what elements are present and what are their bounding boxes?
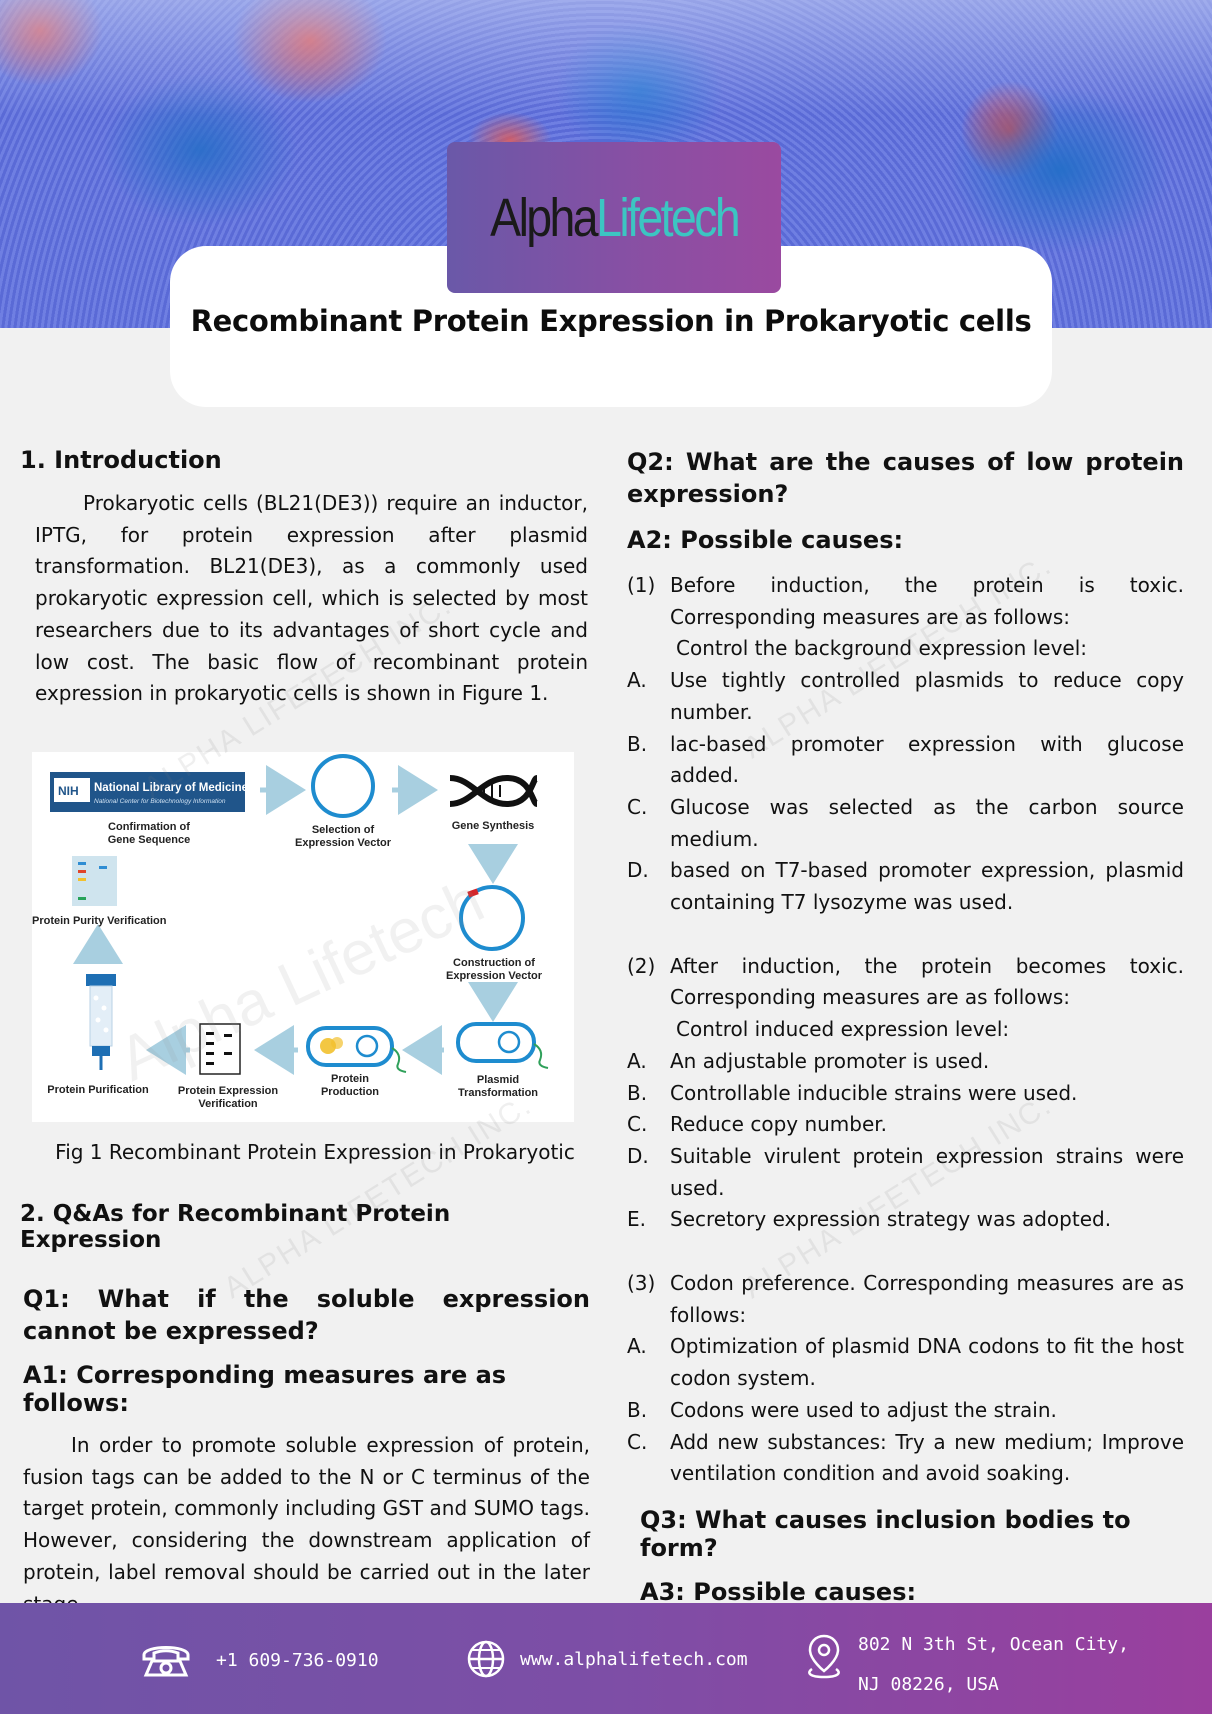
list-item: E.Secretory expression strategy was adop…	[627, 1207, 1112, 1232]
figure-watermark: Alpha Lifetech	[109, 866, 494, 1095]
step-select-label-1: Selection of	[312, 824, 375, 836]
bacterial-cell-icon	[456, 1022, 549, 1069]
step-purification-label: Protein Purification	[47, 1084, 149, 1096]
figure-caption: Fig 1 Recombinant Protein Expression in …	[55, 1140, 575, 1164]
production-cell-icon	[306, 1026, 407, 1073]
globe-icon	[466, 1639, 506, 1679]
list-item: B.Controllable inducible strains were us…	[627, 1080, 1078, 1105]
cause-2: (2) After induction, the protein becomes…	[627, 951, 1184, 1236]
chromatography-column-icon	[86, 974, 116, 1070]
location-pin-icon	[804, 1633, 844, 1679]
nih-sublabel: National Center for Biotechnology Inform…	[94, 798, 226, 805]
step-purity-label: Protein Purity Verification	[32, 915, 167, 927]
footer-address-line-2: NJ 08226, USA	[858, 1674, 999, 1695]
figure-1-diagram: NIH National Library of Medicine Nationa…	[32, 752, 574, 1122]
insert-marker	[467, 888, 479, 898]
list-item: D.based on T7-based promoter expression,…	[627, 858, 1184, 915]
list-item: (1) Before induction, the protein is tox…	[627, 573, 1184, 629]
list-item: (2) After induction, the protein becomes…	[627, 953, 1184, 1010]
logo-alpha-text: Alpha	[490, 187, 598, 248]
qa-heading: 2. Q&As for Recombinant Protein Expressi…	[20, 1201, 451, 1253]
footer-address-line-1: 802 N 3th St, Ocean City,	[858, 1634, 1129, 1655]
list-item: A.Optimization of plasmid DNA codons to …	[627, 1334, 1184, 1391]
step-plasmid-label-2: Transformation	[458, 1087, 538, 1099]
left-column: 1. Introduction Prokaryotic cells (BL21(…	[20, 446, 590, 710]
footer-address: 802 N 3th St, Ocean City, NJ 08226, USA	[804, 1625, 1129, 1705]
page-title: Recombinant Protein Expression in Prokar…	[190, 304, 1032, 338]
brand-logo: AlphaLifetech	[447, 142, 781, 293]
list-item: A.Use tightly controlled plasmids to red…	[627, 668, 1184, 724]
purity-gel-icon	[72, 856, 117, 906]
right-column: Q2: What are the causes of low protein e…	[627, 446, 1184, 1606]
list-item: C.Glucose was selected as the carbon sou…	[627, 794, 1184, 851]
intro-paragraph: Prokaryotic cells (BL21(DE3)) require an…	[35, 491, 588, 706]
cause-3: (3) Codon preference. Corresponding meas…	[627, 1268, 1184, 1490]
list-item: B.Codons were used to adjust the strain.	[627, 1397, 1057, 1422]
cause-2-subheading: Control induced expression level:	[676, 1017, 1010, 1042]
answer-1-heading: A1: Corresponding measures are as follow…	[23, 1361, 507, 1417]
footer-phone-text: +1 609-736-0910	[216, 1649, 379, 1671]
list-item: (3) Codon preference. Corresponding meas…	[627, 1271, 1184, 1327]
intro-heading: 1. Introduction	[20, 446, 222, 474]
footer-website-text: www.alphalifetech.com	[520, 1648, 748, 1670]
answer-2-heading: A2: Possible causes:	[627, 526, 904, 554]
logo-lifetech-text: Lifetech	[595, 187, 741, 248]
question-2: Q2: What are the causes of low protein e…	[627, 448, 1184, 508]
step-verify-label-1: Protein Expression	[178, 1085, 279, 1097]
footer-bar: +1 609-736-0910 www.alphalifetech.com 80…	[0, 1603, 1212, 1714]
step-confirm-label-1: Confirmation of	[108, 821, 190, 833]
phone-icon	[140, 1641, 192, 1679]
list-item: C.Add new substances: Try a new medium; …	[627, 1429, 1184, 1486]
step-select-label-2: Expression Vector	[295, 837, 392, 849]
construct-circle	[459, 885, 525, 951]
list-item: D.Suitable virulent protein expression s…	[627, 1143, 1184, 1200]
qa-left-section: 2. Q&As for Recombinant Protein Expressi…	[20, 1201, 590, 1620]
step-construct-label-2: Expression Vector	[446, 970, 543, 982]
step-confirm-label-2: Gene Sequence	[108, 834, 191, 846]
step-gene-label: Gene Synthesis	[452, 820, 535, 832]
cause-1: (1) Before induction, the protein is tox…	[627, 570, 1184, 919]
gel-icon	[199, 1023, 241, 1075]
step-construct-label-1: Construction of	[453, 957, 535, 969]
step-plasmid-label-1: Plasmid	[477, 1074, 519, 1086]
step-production-label-2: Production	[321, 1086, 379, 1098]
question-3: Q3: What causes inclusion bodies to form…	[640, 1505, 1131, 1562]
footer-website[interactable]: www.alphalifetech.com	[466, 1639, 748, 1679]
cause-1-subheading: Control the background expression level:	[676, 636, 1088, 661]
dna-icon	[449, 774, 539, 808]
vector-circle	[311, 754, 375, 818]
workflow-diagram: NIH National Library of Medicine Nationa…	[32, 754, 549, 1110]
footer-phone[interactable]: +1 609-736-0910	[140, 1641, 379, 1679]
list-item: A.An adjustable promoter is used.	[627, 1048, 990, 1073]
answer-3-heading: A3: Possible causes:	[640, 1577, 917, 1606]
step-verify-label-2: Verification	[198, 1098, 258, 1110]
nih-logo: NIH National Library of Medicine Nationa…	[50, 772, 248, 812]
answer-1-text: In order to promote soluble expression o…	[23, 1433, 590, 1616]
nih-label: National Library of Medicine	[94, 782, 248, 794]
list-item: C.Reduce copy number.	[627, 1112, 888, 1137]
question-1: Q1: What if the soluble expression canno…	[23, 1285, 590, 1345]
nih-badge-text: NIH	[58, 784, 79, 798]
step-production-label-1: Protein	[331, 1073, 369, 1085]
list-item: B.lac-based promoter expression with glu…	[627, 731, 1184, 788]
